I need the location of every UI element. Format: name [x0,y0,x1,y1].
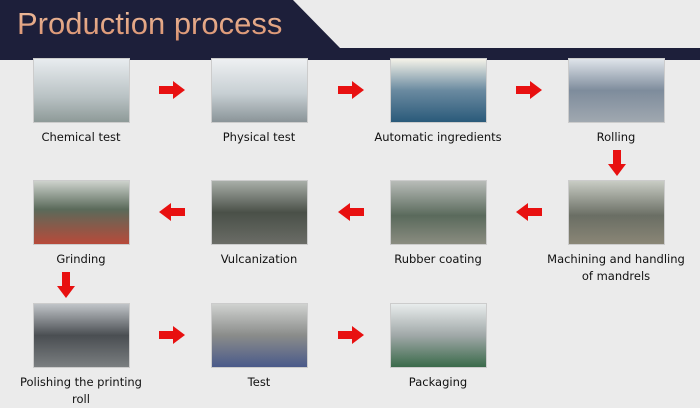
step-label: Machining and handling of mandrels [547,252,685,283]
process-step: Automatic ingredients [368,58,508,146]
process-step: Rolling [546,58,686,146]
step-label: Physical test [222,130,296,144]
factory-photo [210,180,308,245]
step-label: Vulcanization [220,252,298,266]
lab-photo [32,58,130,123]
step-label: Rolling [596,130,636,144]
arrow-left-icon [516,203,542,221]
step-label: Packaging [408,375,468,389]
step-label: Automatic ingredients [374,130,502,144]
step-label: Polishing the printing roll [19,375,142,406]
arrow-right-icon [159,81,185,99]
process-step: Vulcanization [189,180,329,268]
process-step: Machining and handling of mandrels [546,180,686,285]
process-step: Chemical test [11,58,151,146]
process-step: Test [189,303,329,391]
arrow-right-icon [159,326,185,344]
arrow-left-icon [159,203,185,221]
process-step: Packaging [368,303,508,391]
machine-photo [389,58,487,123]
step-label: Test [247,375,271,389]
process-step: Rubber coating [368,180,508,268]
arrow-left-icon [338,203,364,221]
lab-photo [210,58,308,123]
header-banner [0,0,700,60]
process-step: Physical test [189,58,329,146]
step-label: Rubber coating [394,252,482,266]
arrow-down-icon [57,272,75,298]
factory-photo [32,180,130,245]
step-label: Chemical test [41,130,121,144]
page-title: Production process [17,6,283,41]
arrow-right-icon [338,81,364,99]
machine-photo [567,58,665,123]
worker-photo [210,303,308,368]
machine-photo [32,303,130,368]
arrow-right-icon [338,326,364,344]
factory-photo [389,180,487,245]
arrow-down-icon [608,150,626,176]
process-step: Grinding [11,180,151,268]
warehouse-photo [389,303,487,368]
arrow-right-icon [516,81,542,99]
factory-photo [567,180,665,245]
step-label: Grinding [56,252,106,266]
process-step: Polishing the printing roll [11,303,151,408]
